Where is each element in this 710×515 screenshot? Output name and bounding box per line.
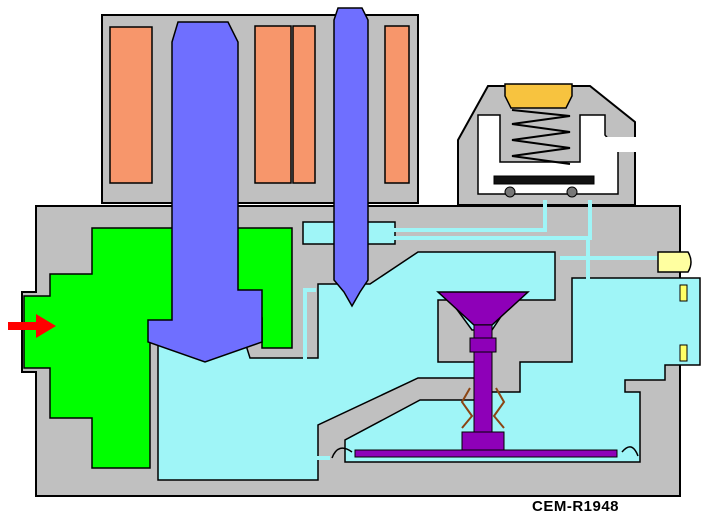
outlet-pressure-fitting xyxy=(657,251,692,273)
regulator-vent-port xyxy=(606,137,636,152)
pilot-valve-stem xyxy=(333,7,369,308)
regulator-ball-left xyxy=(504,186,516,198)
outlet-passage xyxy=(344,277,701,463)
coil-winding-center-left xyxy=(254,25,292,184)
flow-arrow-icon xyxy=(8,314,56,338)
coil-winding-right xyxy=(384,25,410,184)
outlet-tap-upper xyxy=(679,284,688,302)
coil-winding-center-right xyxy=(292,25,316,184)
diaphragm-stem-upper-collar xyxy=(469,337,497,353)
pilot-passage-upper xyxy=(392,200,547,232)
regulator-cavity xyxy=(477,114,619,195)
coil-winding-left xyxy=(109,26,153,184)
diaphragm-spring xyxy=(460,387,474,429)
main-valve-plunger xyxy=(147,21,263,363)
pilot-passage-regulator xyxy=(392,200,592,240)
diaphragm-stem-lower-collar xyxy=(461,431,505,453)
regulator-spring-cap xyxy=(504,83,573,109)
regulator-spring xyxy=(511,109,571,165)
diaphragm-spring-right xyxy=(492,387,506,429)
figure-code: CEM-R1948 xyxy=(532,498,620,515)
regulator-ball-right xyxy=(566,186,578,198)
diaphragm-edge-left xyxy=(331,447,353,459)
outlet-tap-lower xyxy=(679,344,688,362)
pilot-passage-lower xyxy=(303,288,330,460)
regulator-plate xyxy=(493,175,595,185)
diaphragm xyxy=(354,449,618,458)
diaphragm-edge-right xyxy=(621,446,639,457)
